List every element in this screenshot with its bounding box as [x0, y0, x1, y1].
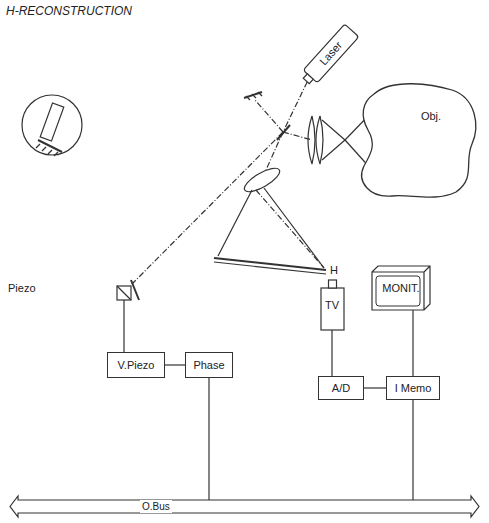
laser-tube: Laser: [303, 24, 359, 83]
signal-wire: [412, 400, 413, 500]
node-text: MONIT.: [382, 282, 419, 295]
node-text: O.Bus: [140, 500, 172, 513]
process-box: V.Piezo: [107, 352, 165, 378]
process-box: A/D: [318, 376, 364, 400]
signal-wire: [364, 387, 386, 388]
node-text: I Memo: [395, 382, 432, 395]
bus-band: O.Bus: [10, 500, 479, 513]
node-text: Phase: [193, 359, 224, 372]
part-label: Piezo: [8, 282, 36, 295]
diagram-title: H-RECONSTRUCTION: [6, 4, 132, 18]
object-shape: [352, 82, 480, 200]
node-text: TV: [325, 299, 339, 312]
node-text: Obj.: [421, 110, 441, 123]
node-text: A/D: [332, 382, 350, 395]
node-text: V.Piezo: [118, 359, 155, 372]
signal-wire: [165, 364, 185, 365]
bus-arrow: [10, 500, 479, 513]
part-label: H: [330, 264, 338, 277]
object-outline: Obj.: [352, 82, 480, 200]
monitor: MONIT.: [372, 266, 430, 310]
process-box: Phase: [185, 352, 233, 378]
tv-camera: TV: [321, 280, 344, 330]
signal-wire: [208, 378, 209, 500]
signal-wire: [412, 310, 413, 376]
process-box: I Memo: [386, 376, 440, 400]
signal-wire: [331, 330, 332, 376]
